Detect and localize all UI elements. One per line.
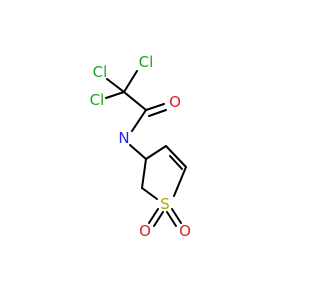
bond-c3-c4 xyxy=(145,145,167,160)
atom-cl-2: Cl xyxy=(139,53,154,71)
bond-c4-c5 xyxy=(165,145,187,168)
bond-c2-s xyxy=(141,187,158,200)
atom-cl-3: Cl xyxy=(90,91,105,109)
bond-s-o1-a xyxy=(148,208,159,224)
atom-o-sulfonyl-1: O xyxy=(139,222,151,240)
molecule-diagram: Cl Cl Cl O N S O O xyxy=(90,53,191,240)
bond-s-o1-b xyxy=(153,211,164,227)
bond-c-c xyxy=(123,91,147,111)
atom-s: S xyxy=(160,195,170,213)
bond-c3-c2 xyxy=(141,158,147,189)
bond-c-o-2 xyxy=(148,109,167,117)
structure-canvas: Cl Cl Cl O N S O O xyxy=(90,53,191,240)
bond-c-cl3 xyxy=(105,91,125,99)
bond-c4-c5-double xyxy=(169,155,183,170)
atom-o-carbonyl: O xyxy=(169,93,181,111)
bond-c-o-1 xyxy=(145,103,165,111)
atom-cl-1: Cl xyxy=(93,63,108,81)
bond-s-o2-a xyxy=(171,208,182,224)
atom-o-sulfonyl-2: O xyxy=(179,222,191,240)
bond-c-cl1 xyxy=(106,78,125,93)
atom-n: N xyxy=(118,129,129,147)
bond-c5-s xyxy=(173,166,187,197)
bond-s-o2-b xyxy=(166,211,177,227)
bond-c-n xyxy=(131,109,147,132)
bond-n-c3 xyxy=(129,144,147,160)
bond-c-cl2 xyxy=(123,70,138,93)
